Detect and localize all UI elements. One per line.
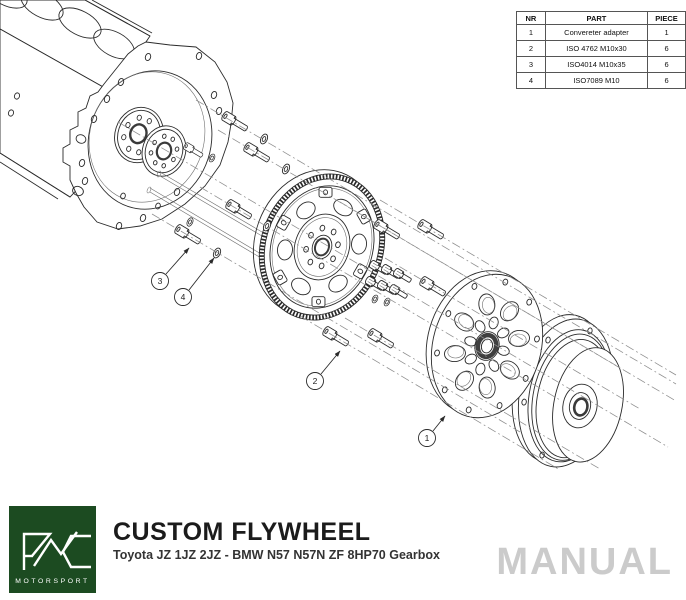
cell-piece: 6 [647, 40, 686, 57]
cell-nr: 3 [516, 56, 546, 73]
cell-piece: 6 [647, 72, 686, 89]
pmc-logo-icon: MOTORSPORT [15, 531, 91, 585]
plate-large-holes [444, 293, 530, 399]
table-row: 1 Convereter adapter 1 [516, 24, 686, 41]
cell-nr: 1 [516, 24, 546, 41]
flywheel [252, 169, 386, 321]
crank-spacer [141, 125, 187, 177]
hex-bolt-cluster [363, 259, 414, 301]
col-header-nr: NR [516, 11, 546, 25]
parts-table-header: NR PART PIECE [516, 11, 686, 25]
cell-nr: 4 [516, 72, 546, 89]
manual-watermark: MANUAL [496, 541, 673, 583]
cell-part: ISO4014 M10x35 [544, 56, 649, 73]
callout-2-number: 2 [313, 376, 318, 386]
table-row: 2 ISO 4762 M10x30 6 [516, 40, 686, 57]
cell-piece: 6 [647, 56, 686, 73]
flange-bolt-holes [72, 52, 223, 230]
cell-part: Convereter adapter [544, 24, 649, 41]
long-bolt-shafts [146, 170, 331, 294]
cell-piece: 1 [647, 24, 686, 41]
flywheel-cutouts [277, 198, 367, 296]
pilot-boss [562, 383, 598, 429]
callouts: 1 2 3 4 [151, 247, 446, 447]
callout-1-number: 1 [425, 433, 430, 443]
plate-small-holes [464, 316, 510, 376]
callout-2: 2 [306, 350, 341, 390]
converter-adapter-plate [425, 270, 544, 419]
callout-3: 3 [151, 247, 190, 290]
center-lines [117, 99, 677, 471]
table-row: 3 ISO4014 M10x35 6 [516, 56, 686, 73]
logo-wordmark: MOTORSPORT [15, 578, 89, 585]
washer-callout-4 [211, 246, 223, 260]
brand-logo: MOTORSPORT [9, 506, 96, 593]
cell-nr: 2 [516, 40, 546, 57]
table-row: 4 ISO7089 M10 6 [516, 72, 686, 89]
plate-center-bore [474, 331, 500, 361]
callout-1: 1 [418, 415, 446, 447]
col-header-part: PART [544, 11, 649, 25]
plate-rim-holes [434, 278, 540, 414]
callout-4-number: 4 [181, 292, 186, 302]
flywheel-tabs [272, 186, 372, 308]
cell-part: ISO7089 M10 [544, 72, 649, 89]
cell-part: ISO 4762 M10x30 [544, 40, 649, 57]
col-header-piece: PIECE [647, 11, 686, 25]
callout-3-number: 3 [158, 276, 163, 286]
parts-table: NR PART PIECE 1 Convereter adapter 1 2 I… [516, 11, 686, 89]
flywheel-hub [293, 213, 351, 281]
exploded-view-drawing: 1 2 3 4 [0, 0, 677, 471]
callout-4: 4 [174, 257, 215, 306]
page-title: CUSTOM FLYWHEEL [113, 518, 371, 546]
page-subtitle: Toyota JZ 1JZ 2JZ - BMW N57 N57N ZF 8HP7… [113, 548, 440, 562]
